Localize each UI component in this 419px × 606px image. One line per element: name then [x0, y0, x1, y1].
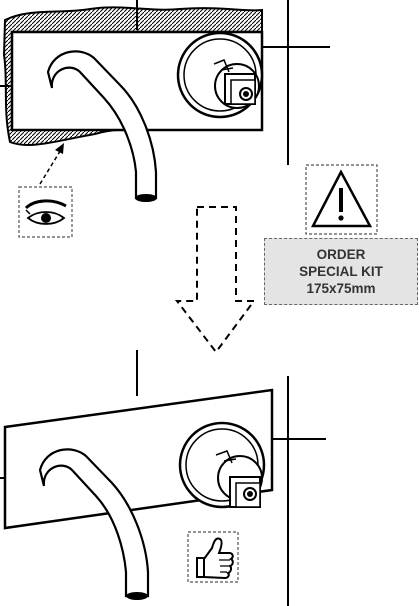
bottom-spout	[38, 448, 150, 600]
eye-icon	[18, 186, 73, 238]
notice-line-order: ORDER	[316, 247, 366, 262]
inspect-pointer	[39, 143, 64, 185]
dashed-down-arrow-icon	[174, 206, 256, 354]
bottom-wall-grid	[0, 350, 326, 606]
bottom-mixer	[178, 421, 266, 509]
notice-line-size: 175x75mm	[306, 281, 376, 296]
top-mixer	[176, 31, 264, 119]
notice-line-special-kit: SPECIAL KIT	[299, 264, 383, 279]
warning-triangle-icon	[305, 164, 378, 235]
thumbs-up-icon	[187, 531, 239, 583]
special-kit-notice: ORDER SPECIAL KIT 175x75mm	[264, 238, 418, 305]
top-spout	[46, 50, 158, 202]
